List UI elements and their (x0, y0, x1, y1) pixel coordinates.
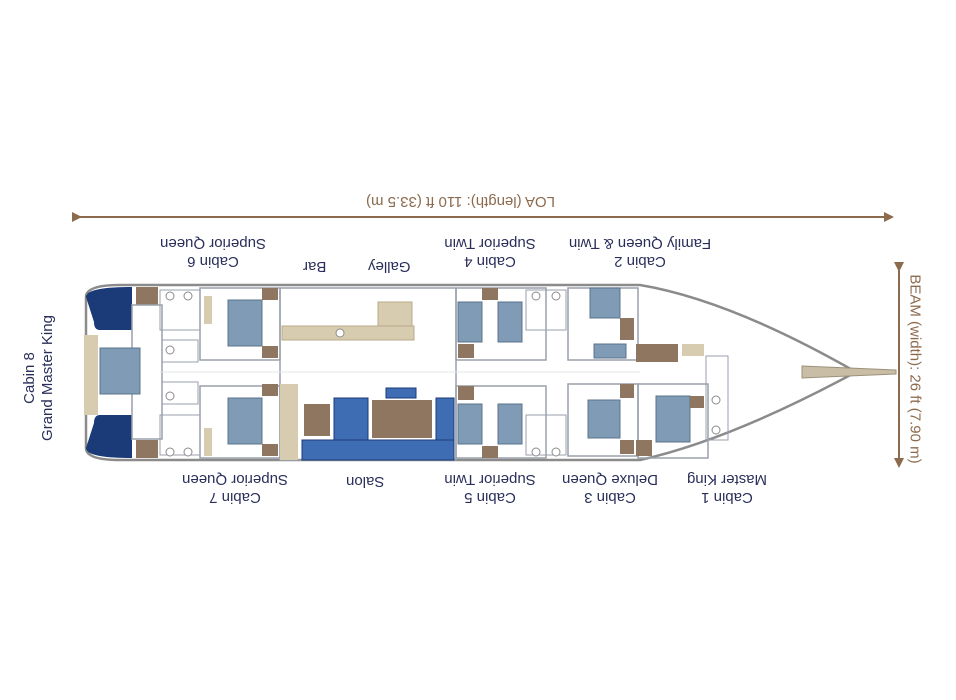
salon-label: Salon (346, 473, 385, 490)
bathroom (161, 381, 199, 405)
cabin7-closet (204, 428, 212, 456)
cabin2-type: Family Queen & Twin (568, 235, 712, 252)
forward-storage (682, 344, 704, 356)
cabin6-bed (227, 299, 263, 347)
galley-stairs (377, 301, 413, 327)
salon-chair (385, 387, 417, 399)
cabin6-closet (204, 296, 212, 324)
cabin4-name: Cabin 4 (464, 253, 516, 270)
cabin4-type: Superior Twin (444, 235, 536, 252)
cabin3-bed (587, 399, 621, 439)
cabin5-name: Cabin 5 (464, 489, 516, 506)
cabin1-nightstand (636, 440, 652, 456)
cabin1-bed (655, 395, 691, 443)
cabin6-nightstand (262, 288, 278, 300)
cabin3-nightstand (620, 440, 634, 454)
cabin8-label: Cabin 8 Grand Master King (21, 303, 57, 453)
cabin2-name: Cabin 2 (614, 253, 666, 270)
cabin6-nightstand (262, 346, 278, 358)
salon-sofa (301, 439, 455, 461)
cabin7-type: Superior Queen (182, 471, 288, 488)
cabin6-label: Cabin 6 Superior Queen (148, 234, 278, 270)
cabin8-type: Grand Master King (39, 315, 56, 441)
cabin5-bed (497, 403, 523, 445)
fixtures (165, 291, 721, 457)
cabin1-type: Master King (686, 471, 768, 488)
cabin5-nightstand (482, 446, 498, 458)
stern-step (136, 287, 158, 305)
cabin4-nightstand (482, 288, 498, 300)
cabin1-name: Cabin 1 (701, 489, 753, 506)
forward-storage (636, 344, 678, 362)
length-label: LOA (length): 110 ft (33.5 m) (366, 193, 555, 210)
cabin8-name: Cabin 8 (21, 352, 38, 404)
salon-sofa (333, 397, 369, 441)
cabin7-bed (227, 397, 263, 445)
cabin2-label: Cabin 2 Family Queen & Twin (550, 234, 730, 270)
beam-label: BEAM (width): 26 ft (7.90 m) (906, 274, 924, 464)
cabin4-bed (497, 301, 523, 343)
bar-counter (281, 325, 415, 341)
bathroom (525, 414, 567, 456)
stern-deck (86, 287, 132, 330)
bowsprit (801, 365, 897, 379)
cabin7-name: Cabin 7 (209, 489, 261, 506)
cabin4-bed (457, 301, 483, 343)
cabin3-type: Deluxe Queen (562, 471, 658, 488)
stern-deck (86, 415, 132, 458)
stern-bench (84, 335, 98, 415)
salon-sofa (435, 397, 455, 441)
cabin6-type: Superior Queen (160, 235, 266, 252)
cabin3-label: Cabin 3 Deluxe Queen (550, 470, 670, 506)
cabin4-walls (455, 287, 547, 361)
salon-cabinet (280, 384, 298, 460)
galley-label: Galley (368, 258, 411, 275)
cabin7-nightstand (262, 384, 278, 396)
cabin2-bed (589, 287, 621, 319)
cabin4-nightstand (458, 344, 474, 358)
cabin7-nightstand (262, 444, 278, 456)
bar-label: Bar (303, 258, 327, 275)
cabin1-label: Cabin 1 Master King (672, 470, 782, 506)
cabin4-label: Cabin 4 Superior Twin (430, 234, 550, 270)
bathroom (161, 339, 199, 363)
cabin5-type: Superior Twin (444, 471, 536, 488)
salon-side-table (304, 404, 330, 436)
cabin5-walls (455, 385, 547, 459)
cabin5-label: Cabin 5 Superior Twin (430, 470, 550, 506)
salon-table (372, 400, 432, 438)
cabin2-nightstand (620, 318, 634, 340)
cabin1-walls (637, 383, 709, 459)
bathroom (525, 289, 567, 331)
cabin1-nightstand (690, 396, 704, 408)
cabin7-label: Cabin 7 Superior Queen (165, 470, 305, 506)
cabin8-bed (99, 347, 141, 395)
cabin3-nightstand (620, 384, 634, 398)
cabin6-name: Cabin 6 (187, 253, 239, 270)
stern-step (136, 440, 158, 458)
cabin2-bed (593, 343, 627, 359)
cabin3-name: Cabin 3 (584, 489, 636, 506)
bar-sink (335, 328, 345, 338)
bathroom (705, 355, 729, 441)
cabin5-bed (457, 403, 483, 445)
cabin5-nightstand (458, 386, 474, 400)
